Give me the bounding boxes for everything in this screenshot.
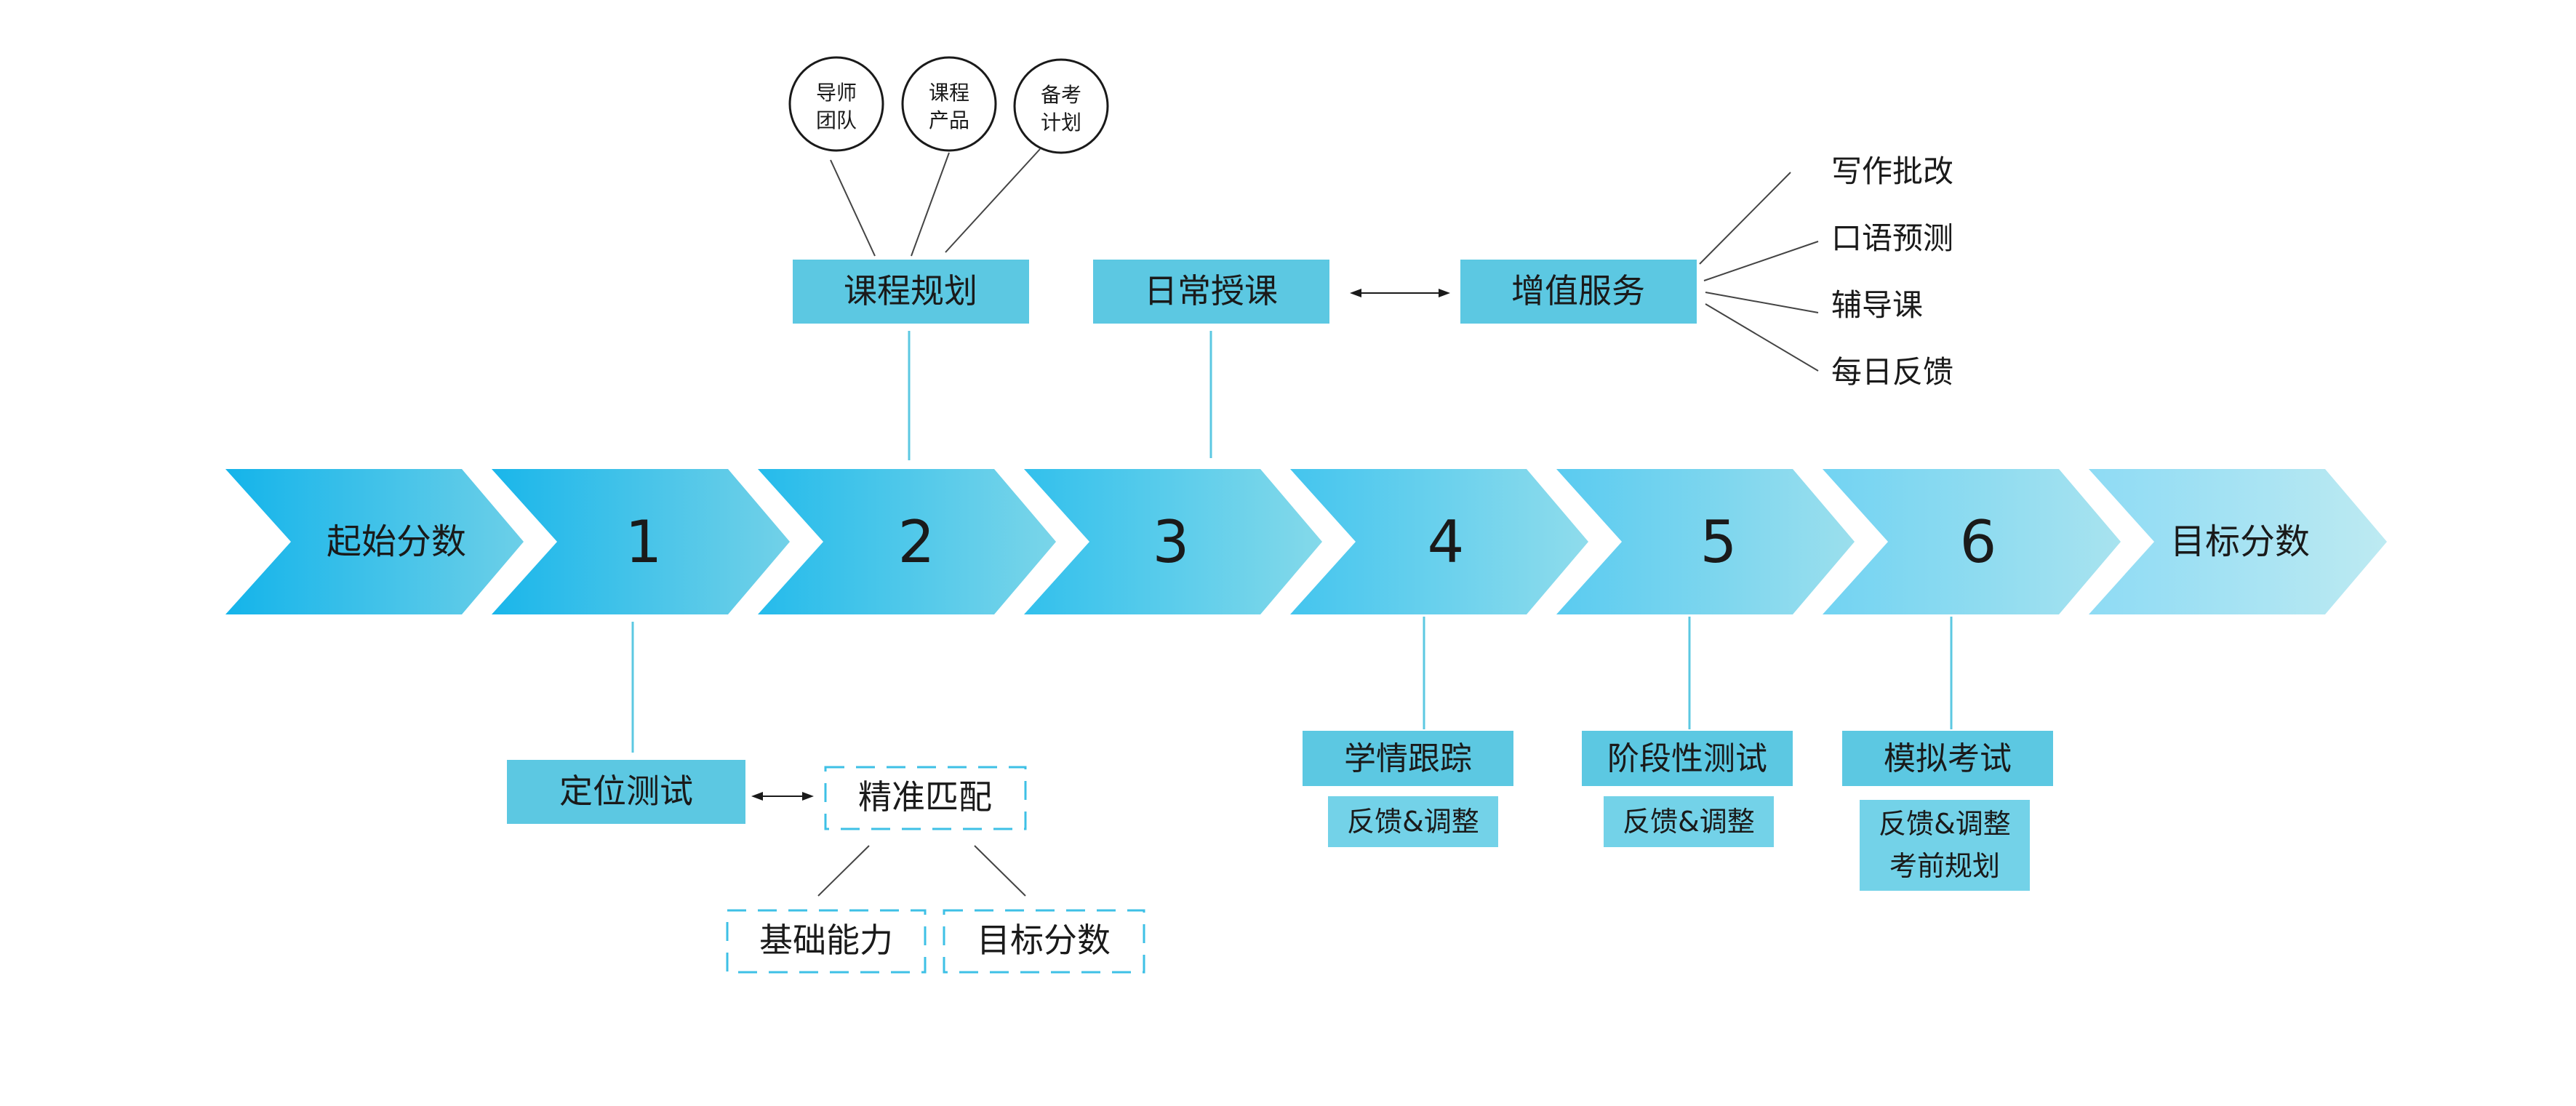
circle-prep-plan-label: 备考计划	[1041, 83, 1081, 135]
value-box	[1460, 260, 1697, 324]
stage-4-box	[1303, 731, 1513, 786]
stage-6-title: 模拟考试	[1884, 740, 2012, 777]
service-speaking: 口语预测	[1831, 220, 1953, 256]
stage-6-note-box	[1860, 800, 2030, 891]
value-label: 增值服务	[1511, 271, 1645, 310]
service-tutoring: 辅导课	[1831, 287, 1923, 323]
plan-label: 课程规划	[844, 271, 977, 310]
circle-mentor-team-label: 导师团队	[816, 81, 857, 132]
match-box	[824, 766, 1027, 830]
chevron-arrow-1	[492, 469, 790, 614]
match-lines	[817, 845, 1026, 897]
chevron-label-6: 6	[1960, 508, 1997, 576]
chevron-label-1: 1	[625, 508, 663, 576]
circle-course-product	[901, 56, 997, 152]
positioning-box	[507, 760, 745, 824]
chevron-row: 起始分数 1 2 3 4 5 6 目标分数	[225, 469, 2387, 614]
circle-line-2	[911, 152, 950, 257]
stage-5-note: 反馈&调整	[1623, 806, 1755, 838]
stage-6-note-2: 考前规划	[1889, 850, 2000, 882]
stage-5-title: 阶段性测试	[1607, 740, 1767, 777]
service-writing: 写作批改	[1831, 153, 1953, 189]
plan-box	[793, 260, 1029, 324]
double-arrow-positioning-match	[751, 792, 814, 801]
basic-ability-box	[726, 909, 927, 974]
circle-line-3	[945, 148, 1041, 253]
chevron-arrow-5	[1556, 469, 1855, 614]
stage-5: 阶段性测试 反馈&调整	[1582, 731, 1793, 847]
chevron-label-5: 5	[1700, 508, 1737, 576]
circle-course-product-label: 课程产品	[929, 81, 969, 132]
stage-6: 模拟考试 反馈&调整 考前规划	[1842, 731, 2053, 891]
stage-5-note-box	[1604, 796, 1774, 847]
chevron-arrow-7	[2089, 469, 2387, 614]
circle-line-1	[830, 159, 876, 257]
chevron-arrow-6	[1823, 469, 2121, 614]
basic-ability-label: 基础能力	[759, 921, 893, 960]
daily-box	[1093, 260, 1329, 324]
stage-5-box	[1582, 731, 1793, 786]
stage-6-note-1: 反馈&调整	[1879, 808, 2011, 840]
top-boxes: 课程规划 日常授课 增值服务 写作批改 口语预测 辅导课 每日反馈	[793, 153, 1953, 390]
chevron-label-7: 目标分数	[2170, 521, 2310, 562]
target-score-label: 目标分数	[977, 921, 1111, 960]
circle-mentor-team	[788, 56, 884, 152]
stage-4: 学情跟踪 反馈&调整	[1303, 731, 1513, 847]
chevron-arrow-2	[758, 469, 1056, 614]
service-daily-feedback: 每日反馈	[1831, 354, 1953, 390]
match-label: 精准匹配	[858, 777, 992, 817]
target-score-box	[943, 909, 1145, 974]
positioning-label: 定位测试	[559, 772, 693, 811]
stage-4-title: 学情跟踪	[1344, 740, 1472, 777]
chevron-label-3: 3	[1153, 508, 1190, 576]
chevron-label-4: 4	[1428, 508, 1465, 576]
stage-6-box	[1842, 731, 2053, 786]
chevron-label-2: 2	[898, 508, 935, 576]
chevron-label-0: 起始分数	[327, 521, 466, 562]
chevron-arrow-0	[225, 469, 524, 614]
double-arrow-daily-value	[1350, 289, 1450, 297]
chevron-arrow-3	[1024, 469, 1322, 614]
stage-4-note-box	[1328, 796, 1498, 847]
top-circles: 导师团队 课程产品 备考计划	[788, 56, 1109, 257]
chevron-arrow-4	[1290, 469, 1588, 614]
service-lines	[1699, 172, 1819, 372]
connectors	[631, 331, 1953, 753]
circle-prep-plan	[1013, 58, 1109, 154]
daily-label: 日常授课	[1144, 271, 1278, 310]
stage-4-note: 反馈&调整	[1347, 806, 1479, 838]
bottom-left: 定位测试 精准匹配 基础能力 目标分数	[507, 760, 1145, 974]
